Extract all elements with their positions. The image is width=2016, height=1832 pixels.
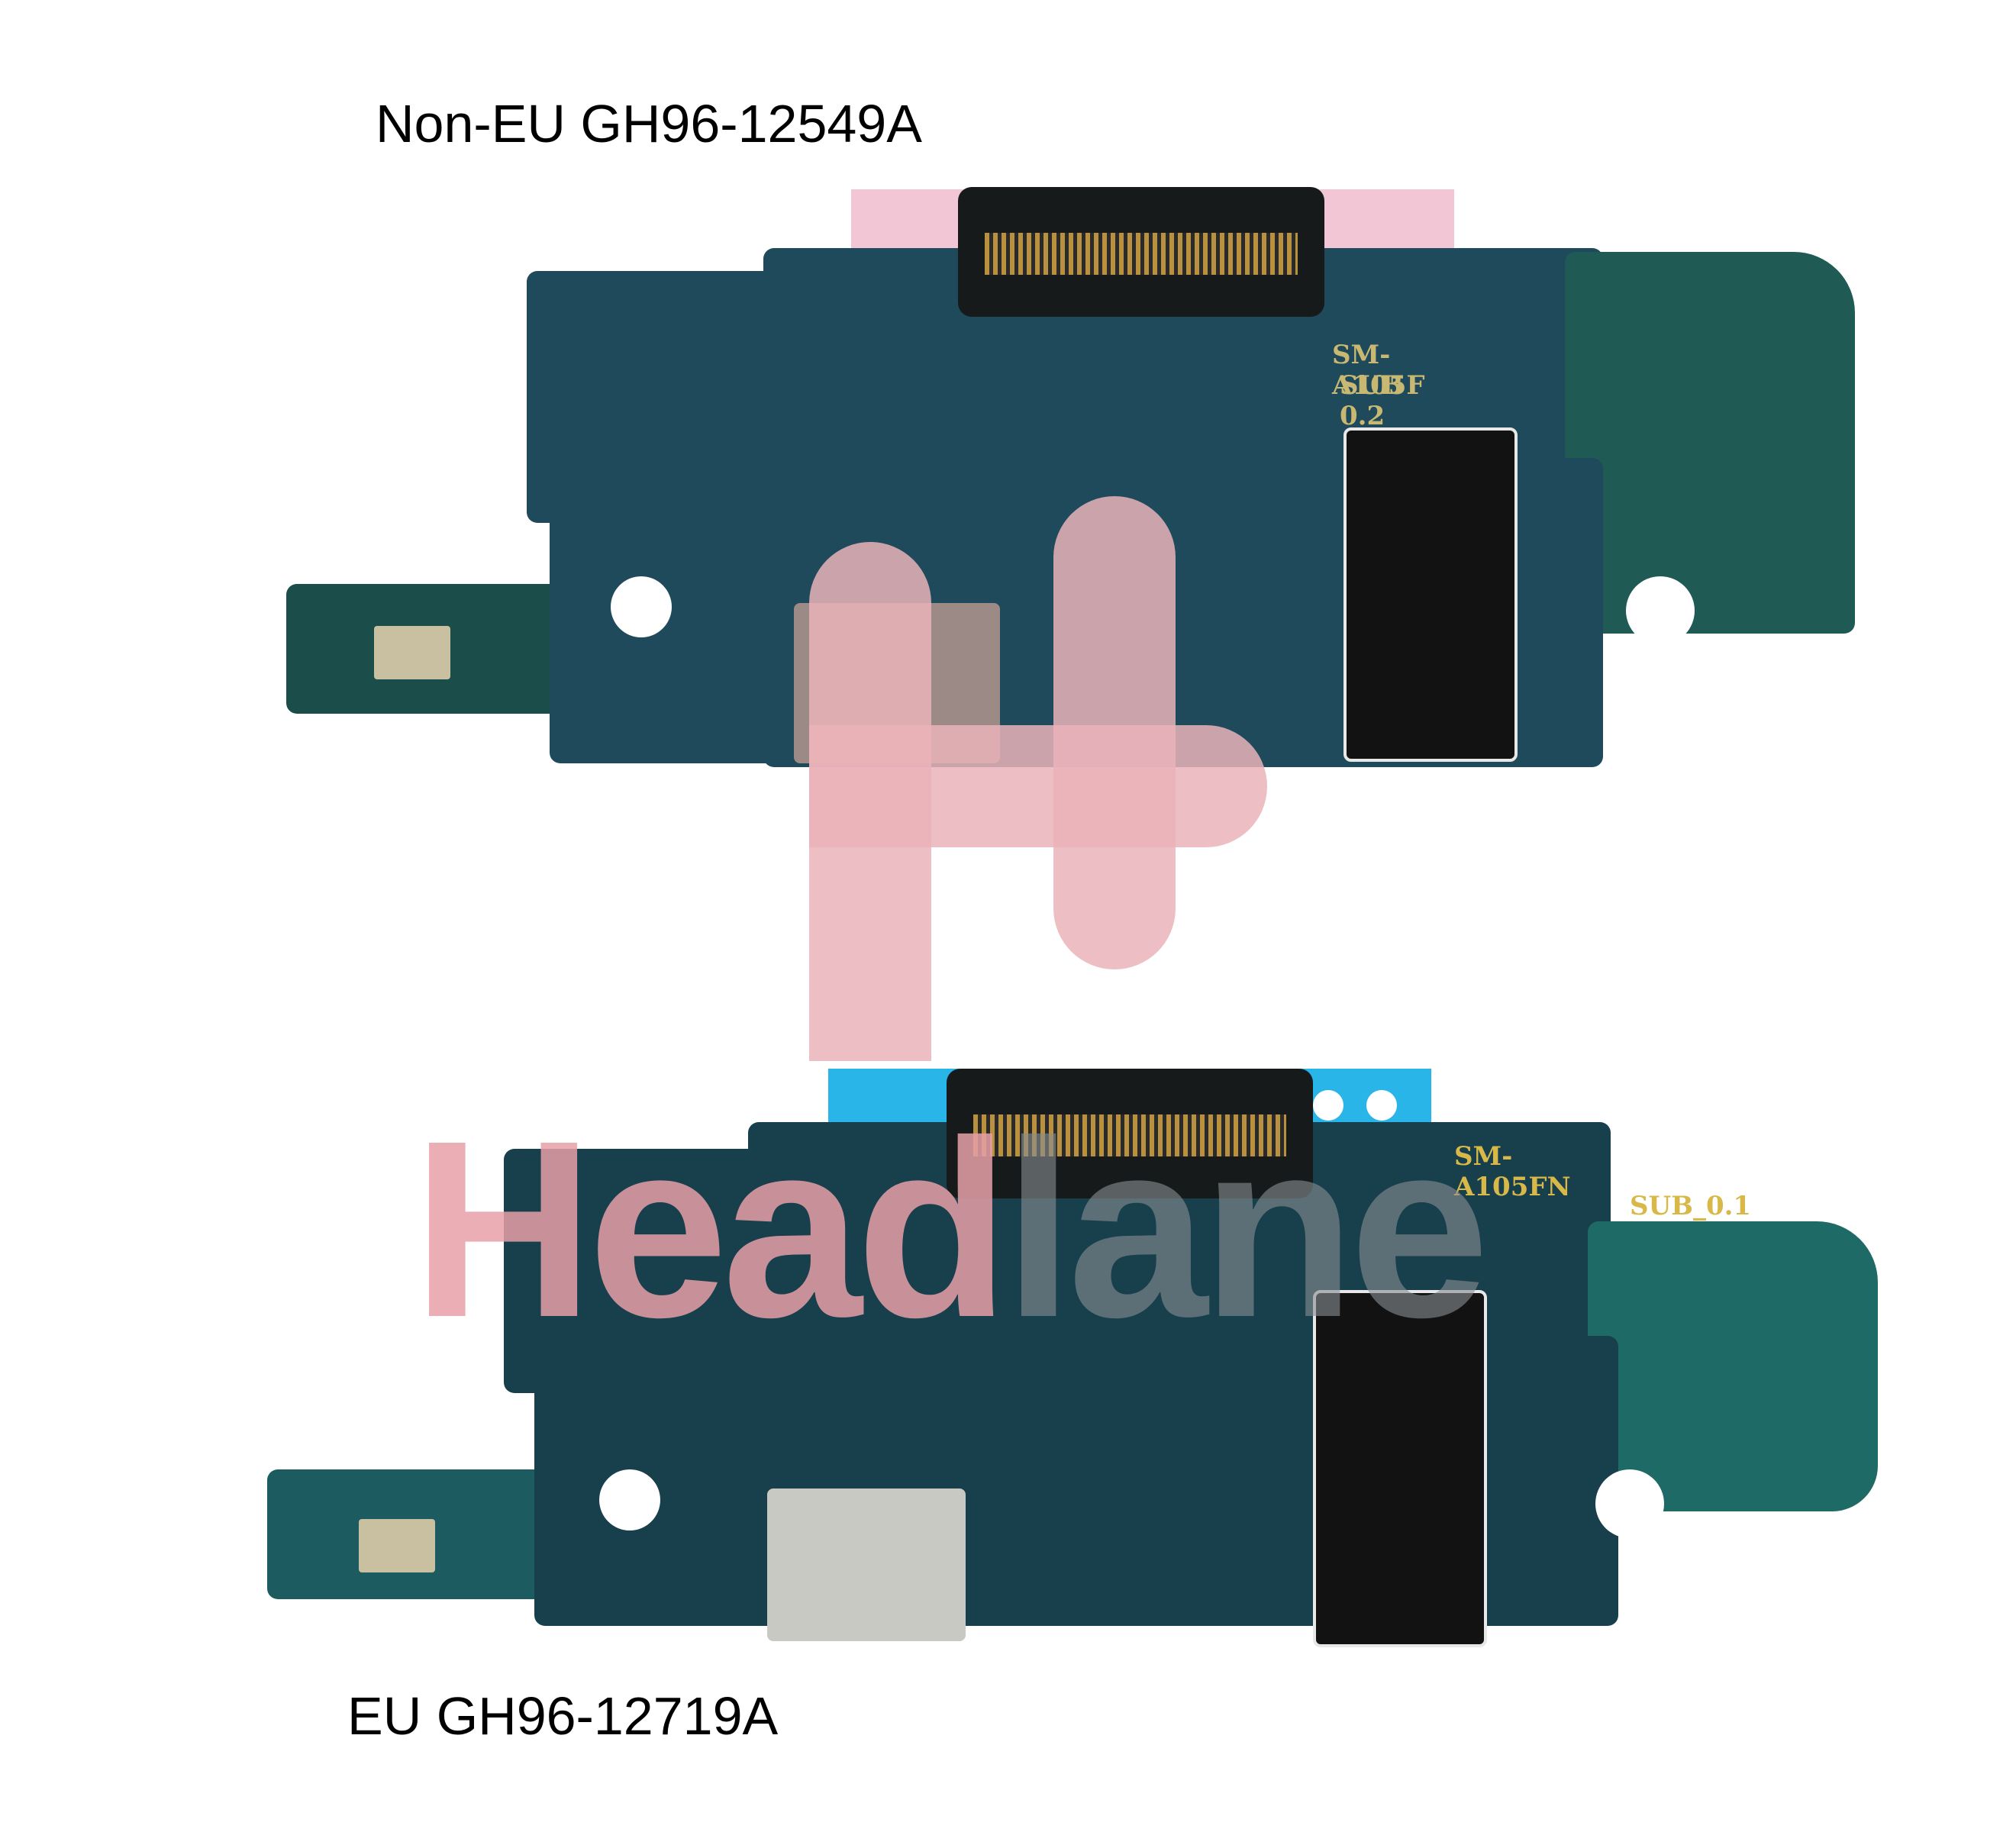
tape-hole-1: [1313, 1090, 1343, 1121]
tape-hole-2: [1366, 1090, 1397, 1121]
bottom-connector-pins: [973, 1114, 1286, 1156]
top-pcb-right-wing: [1565, 252, 1855, 634]
bottom-audio-jack: [1313, 1290, 1487, 1647]
bottom-microphone: [359, 1519, 435, 1572]
watermark-text: Headlane: [412, 1084, 1489, 1374]
top-audio-jack: [1343, 427, 1518, 762]
top-mount-hole-left: [611, 576, 672, 637]
bottom-silkscreen-rev: SUB_0.1: [1630, 1191, 1752, 1221]
top-microphone: [374, 626, 450, 679]
bottom-mount-hole-left: [599, 1469, 660, 1530]
top-connector-pins: [985, 233, 1298, 275]
bottom-board-label: EU GH96-12719A: [347, 1686, 779, 1746]
top-board-label: Non-EU GH96-12549A: [376, 94, 922, 153]
bottom-mount-hole-right: [1595, 1469, 1664, 1538]
top-mount-hole-right: [1626, 576, 1695, 645]
top-silkscreen-model: SM-A105F: [1332, 340, 1425, 401]
top-silkscreen-rev: SUB 0.2: [1340, 370, 1403, 431]
bottom-silkscreen-model: SM-A105FN: [1454, 1141, 1571, 1202]
watermark-text-head: Head: [412, 1088, 1010, 1369]
watermark-text-lane: lane: [1003, 1088, 1489, 1369]
bottom-usb-port: [767, 1488, 966, 1641]
bottom-pcb-right-wing: [1588, 1221, 1878, 1511]
